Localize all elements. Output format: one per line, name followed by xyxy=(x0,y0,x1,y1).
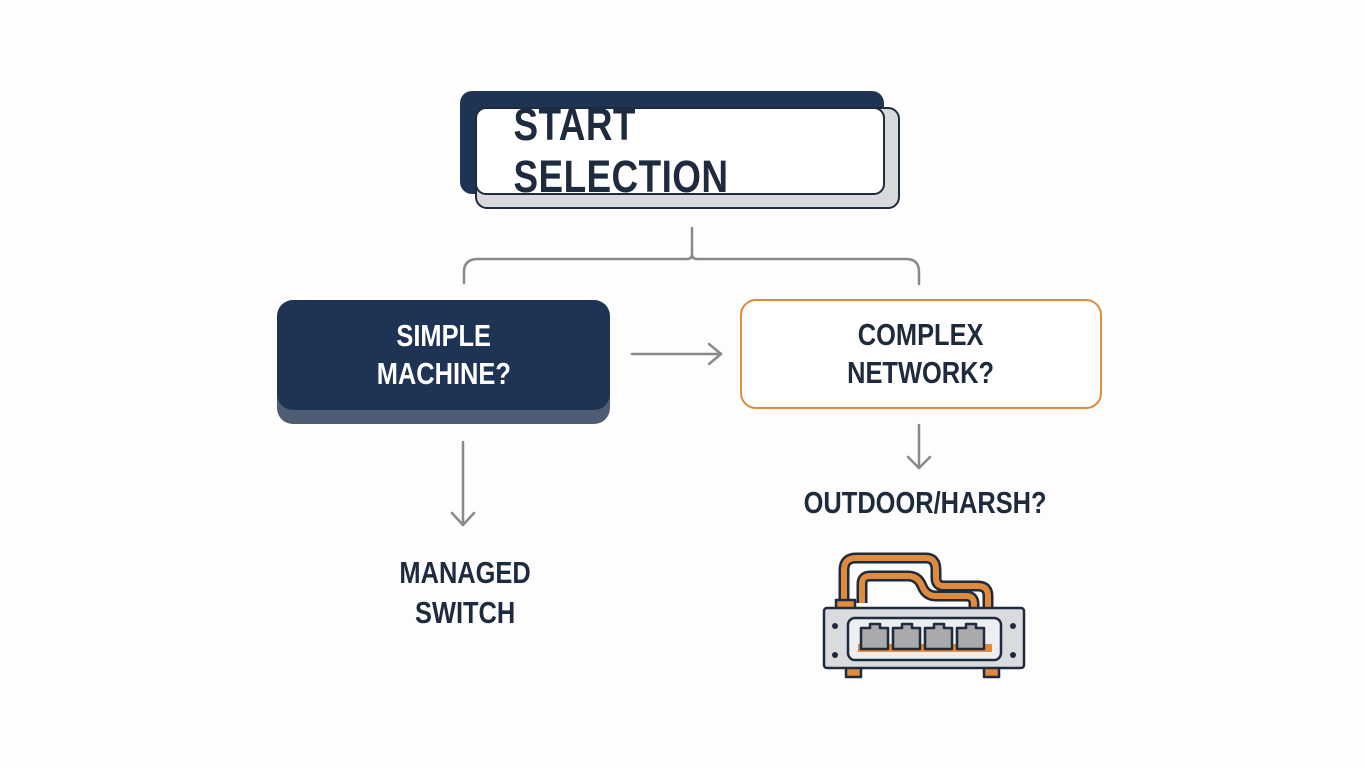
node-label-line: SIMPLE xyxy=(396,318,491,353)
ethernet-port xyxy=(891,622,922,651)
node-label-line: COMPLEX xyxy=(858,317,984,352)
start-selection-node[interactable]: START SELECTION xyxy=(475,99,885,202)
bracket-connector xyxy=(462,226,921,286)
ethernet-port xyxy=(923,622,954,651)
complex-network-node[interactable]: COMPLEX NETWORK? xyxy=(740,299,1102,409)
simple-machine-node[interactable]: SIMPLE MACHINE? xyxy=(277,300,610,410)
outcome-label-line: SWITCH xyxy=(414,595,516,630)
managed-switch-outcome: MANAGED SWITCH xyxy=(355,553,575,633)
outcome-label-line: MANAGED xyxy=(399,555,531,590)
arrow-simple-to-managed-switch xyxy=(450,440,476,527)
node-label-line: NETWORK? xyxy=(847,355,995,390)
start-selection-label: START SELECTION xyxy=(513,99,729,202)
ethernet-port xyxy=(859,622,890,651)
network-switch-icon xyxy=(822,552,1026,679)
ethernet-port xyxy=(955,622,986,651)
arrow-complex-to-outdoor xyxy=(906,423,932,470)
outcome-label-line: OUTDOOR/HARSH? xyxy=(803,485,1047,520)
node-label-line: MACHINE? xyxy=(376,356,511,391)
outdoor-harsh-question: OUTDOOR/HARSH? xyxy=(770,483,1080,523)
arrow-simple-to-complex xyxy=(630,342,723,366)
